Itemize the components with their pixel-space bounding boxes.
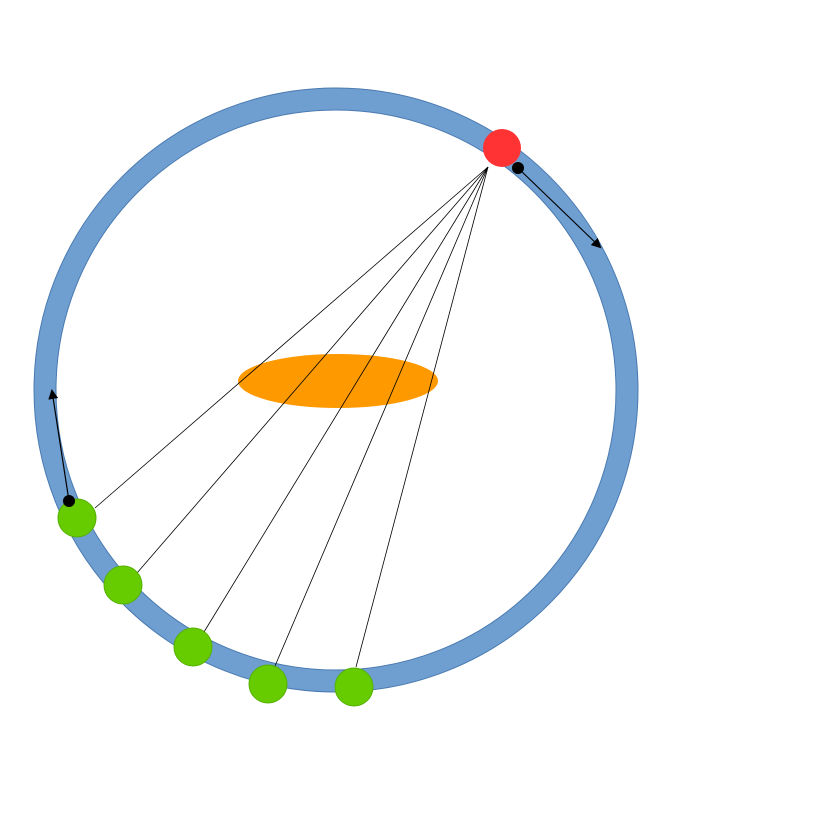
detector-4 (248, 664, 288, 704)
ray-1 (94, 166, 489, 509)
central-object (238, 354, 438, 408)
nodes-layer (57, 129, 521, 707)
target-layer (238, 354, 438, 408)
ray-2 (136, 166, 489, 574)
detector-1 (57, 498, 97, 538)
rotation-arrow-2 (48, 389, 70, 502)
ray-3 (203, 166, 489, 633)
arrows-layer (48, 162, 602, 507)
detector-3 (173, 627, 213, 667)
rays-layer (94, 166, 489, 668)
ray-5 (355, 166, 489, 668)
detector-2 (103, 565, 143, 605)
source-dot (483, 129, 521, 167)
ray-4 (274, 166, 489, 667)
detector-5 (334, 667, 374, 707)
rotation-arrow-1 (517, 167, 602, 249)
